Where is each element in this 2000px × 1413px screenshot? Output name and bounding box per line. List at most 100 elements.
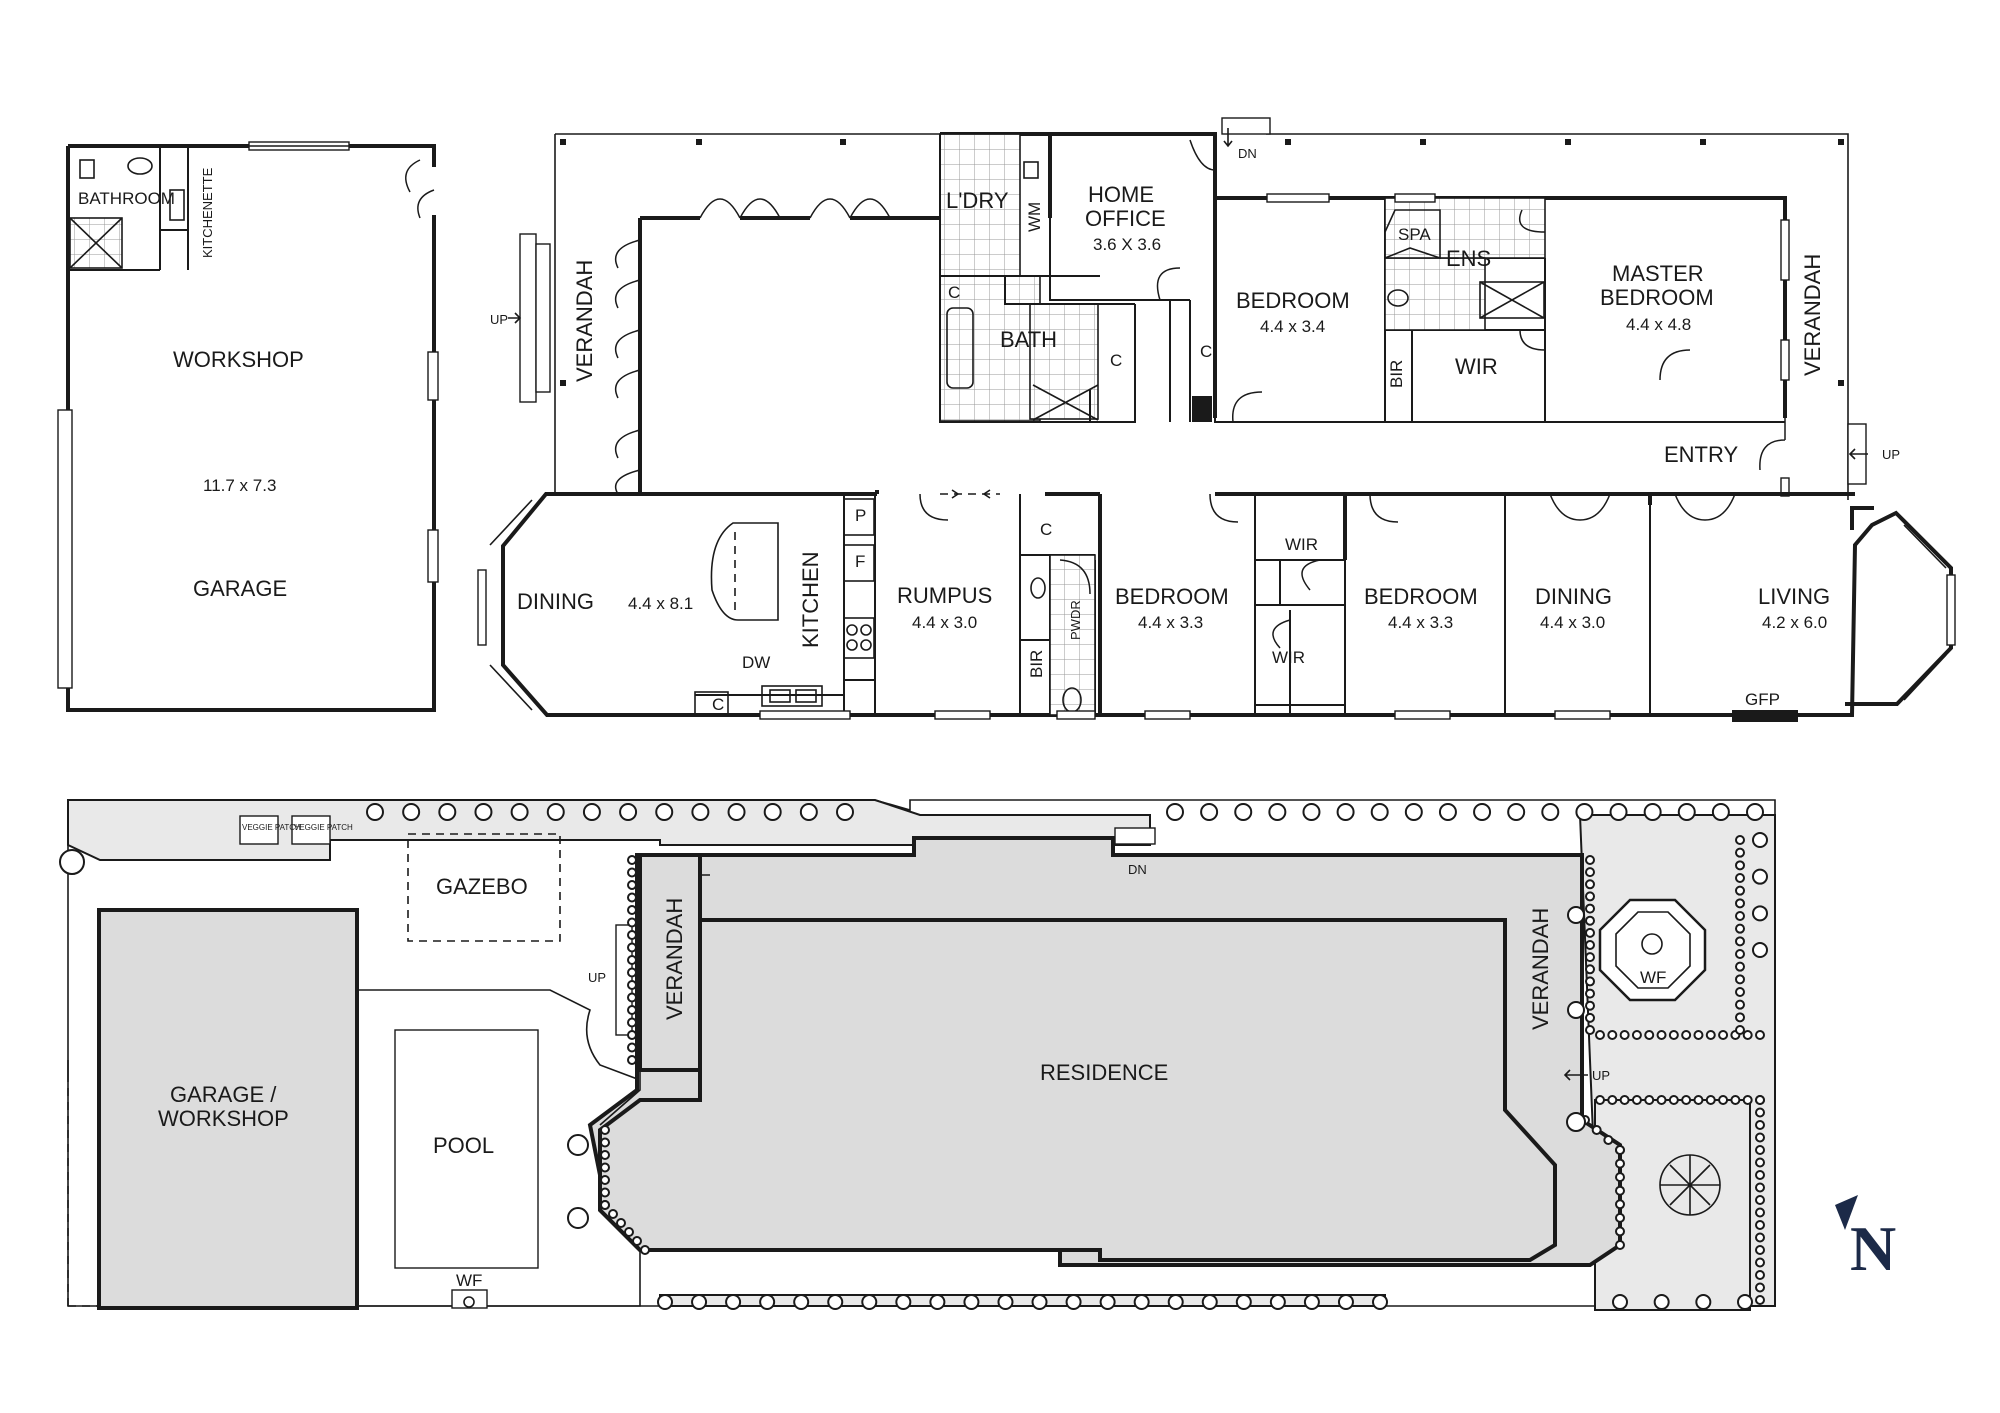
cupboard-rumpus-label: C (1040, 520, 1052, 539)
shrub-icon (1752, 905, 1768, 922)
home-office-size-label: 3.6 X 3.6 (1093, 235, 1161, 254)
shrub-icon (793, 1294, 810, 1310)
shrub-icon (997, 1294, 1014, 1310)
shrub-icon (402, 803, 421, 821)
shrub-icon (1234, 803, 1253, 821)
dining-west-size-label: 4.4 x 8.1 (628, 594, 693, 613)
shrub-icon (627, 1055, 637, 1065)
shrub-icon (1595, 1095, 1605, 1105)
shrub-icon (1644, 1095, 1655, 1105)
shrub-icon (1693, 1030, 1704, 1040)
shrub-icon (1631, 1030, 1642, 1040)
shrub-icon (1735, 936, 1745, 947)
shrub-icon (600, 1150, 610, 1160)
shrub-icon (627, 1017, 637, 1028)
shrub-icon (1742, 1030, 1753, 1040)
shrub-icon (1585, 952, 1595, 963)
shrub-icon (1585, 988, 1595, 999)
veggie-patch-2-label: VEGGIE PATCH (294, 823, 353, 832)
dining-east-label: DINING (1535, 584, 1612, 609)
shrub-icon (1755, 1145, 1765, 1155)
shrub-icon (1730, 1095, 1741, 1105)
shrub-icon (1752, 942, 1768, 958)
shrub-icon (632, 1236, 642, 1246)
entry-label: ENTRY (1664, 442, 1738, 467)
bedroom-2-label: BEDROOM (1115, 584, 1229, 609)
shrub-icon (619, 803, 638, 821)
shrub-icon (1742, 1095, 1753, 1105)
bath-label: BATH (1000, 327, 1057, 352)
shrub-icon (1668, 1030, 1679, 1040)
kitchenette-label: KITCHENETTE (200, 167, 215, 258)
shrub-icon (1718, 1030, 1729, 1040)
shrub-icon (895, 1294, 912, 1310)
shrub-icon (1575, 803, 1594, 821)
shrub-icon (1755, 1220, 1765, 1230)
shrub-icon (1755, 1095, 1765, 1105)
wf-garden-label: WF (1640, 968, 1666, 987)
shrub-icon (1585, 940, 1595, 950)
ens-label: ENS (1446, 246, 1491, 271)
shrub-icon (1746, 803, 1764, 821)
shrub-icon (1585, 927, 1595, 938)
shrub-icon (1735, 949, 1745, 959)
shrub-icon (799, 803, 818, 821)
shrub-icon (1711, 803, 1730, 821)
shrub-icon (655, 803, 674, 821)
fridge-label: F (855, 552, 865, 571)
shrub-icon (1735, 974, 1745, 985)
shrub-icon (627, 1030, 637, 1040)
shrub-icon (627, 967, 637, 978)
shrub-icon (1752, 868, 1768, 885)
shrub-icon (1591, 1125, 1602, 1135)
master-bedroom-label-1: MASTER (1612, 261, 1704, 286)
shrub-icon (1585, 891, 1595, 902)
verandah-east-label: VERANDAH (1800, 254, 1825, 376)
shrub-icon (567, 1207, 589, 1229)
up-east-label: UP (1882, 447, 1900, 462)
shrub-icon (1507, 803, 1526, 821)
shrub-icon (1681, 1030, 1692, 1040)
shrub-icon (1735, 885, 1745, 896)
shrub-icon (627, 1042, 637, 1053)
shrub-icon (1585, 964, 1595, 975)
shrub-icon (1166, 803, 1184, 821)
shrub-icon (1755, 1207, 1765, 1218)
shrub-icon (627, 905, 637, 915)
shrub-icon (1609, 803, 1628, 821)
shrub-icon (627, 1005, 637, 1015)
workshop-building: BATHROOM KITCHENETTE WORKSHOP 11.7 x 7.3… (57, 141, 439, 712)
shrub-icon (1735, 999, 1745, 1010)
shrub-icon (1336, 803, 1355, 821)
shrub-icon (366, 803, 384, 821)
shrub-icon (1735, 873, 1745, 883)
bir-master-label: BIR (1387, 360, 1406, 388)
shrub-icon (1644, 1030, 1655, 1040)
shrub-icon (691, 803, 710, 821)
shrub-icon (1755, 1170, 1765, 1180)
wir-lower-label: WIR (1272, 648, 1305, 667)
shrub-icon (627, 892, 637, 903)
shrub-icon (1201, 1294, 1218, 1310)
shrub-icon (1615, 1226, 1625, 1237)
shrub-icon (1303, 1294, 1320, 1310)
shrub-icon (1755, 1107, 1765, 1118)
wir-master-label: WIR (1455, 354, 1498, 379)
shrub-icon (1615, 1212, 1625, 1223)
shrub-icon (1755, 1195, 1765, 1205)
shrub-icon (1603, 1135, 1614, 1145)
shrub-icon (627, 867, 637, 878)
dn-label: DN (1238, 146, 1257, 161)
verandah-west-label: VERANDAH (572, 260, 597, 382)
shrub-icon (1404, 803, 1423, 821)
shrub-icon (1567, 1001, 1585, 1019)
dining-east-size-label: 4.4 x 3.0 (1540, 613, 1605, 632)
shrub-icon (1705, 1095, 1716, 1105)
master-size-label: 4.4 x 4.8 (1626, 315, 1691, 334)
shrub-icon (1337, 1294, 1354, 1310)
shrub-icon (627, 917, 637, 928)
shrub-icon (1643, 803, 1662, 821)
shrub-icon (1755, 1270, 1765, 1280)
bedroom-1-size-label: 4.4 x 3.4 (1260, 317, 1325, 336)
